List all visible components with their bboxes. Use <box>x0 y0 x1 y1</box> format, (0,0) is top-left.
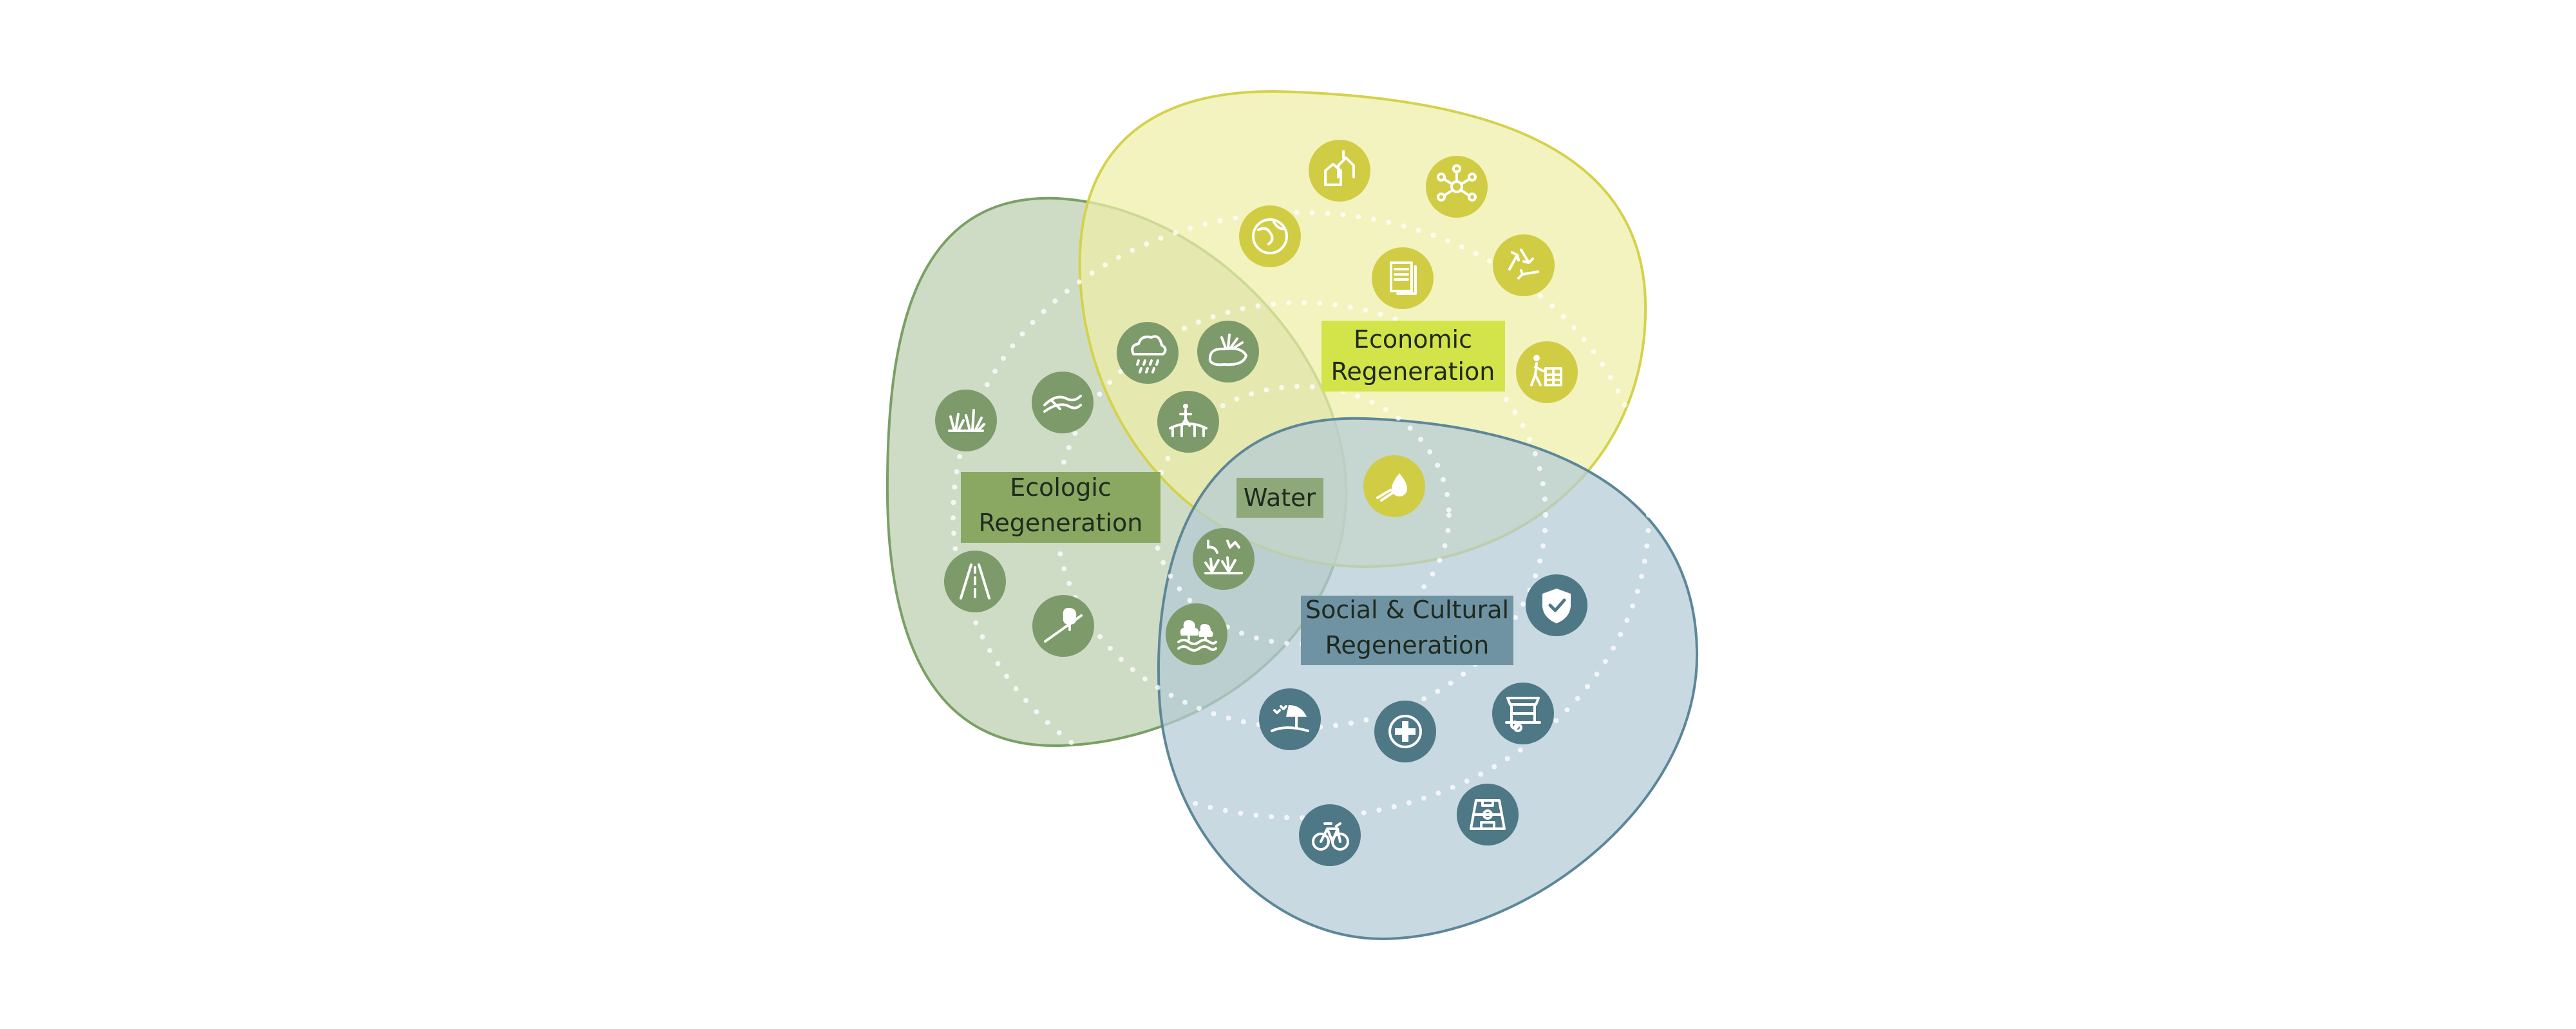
water-label: Water <box>1236 478 1323 518</box>
sports-field-icon <box>1457 784 1519 845</box>
island-grass-icon <box>1197 321 1259 382</box>
plants-water-icon <box>1193 528 1255 590</box>
rain-cloud-icon <box>1117 322 1179 384</box>
social-blob <box>1157 417 1699 941</box>
medical-cross-icon <box>1374 701 1436 762</box>
document-icon <box>1372 247 1434 309</box>
ecologic-label-line1: Ecologic <box>1010 473 1112 502</box>
grass-icon <box>935 390 997 451</box>
globe-icon <box>1239 205 1301 267</box>
beach-umbrella-icon <box>1259 688 1321 750</box>
ecologic-label-line2: Regeneration <box>979 509 1143 537</box>
social-label-line1: Social & Cultural <box>1305 596 1509 624</box>
market-cart-icon <box>1492 683 1554 744</box>
person-bridge-icon <box>1157 391 1219 453</box>
recycle-icon <box>1493 234 1555 296</box>
water-label-text: Water <box>1244 484 1316 512</box>
houses-icon <box>1309 140 1370 202</box>
terrain-icon <box>1032 372 1094 433</box>
builder-icon <box>1516 341 1578 403</box>
economic-label-line1: Economic <box>1354 325 1472 354</box>
ecologic-label: Ecologic Regeneration <box>961 472 1160 543</box>
road-icon <box>944 551 1006 612</box>
economic-label: Economic Regeneration <box>1321 321 1505 392</box>
social-label-line2: Regeneration <box>1325 631 1490 659</box>
trees-waves-icon <box>1166 603 1227 665</box>
shield-check-icon <box>1526 574 1587 636</box>
network-icon <box>1426 156 1488 218</box>
slope-tree-icon <box>1032 595 1094 657</box>
hand-water-icon <box>1363 455 1425 517</box>
economic-label-line2: Regeneration <box>1331 357 1495 386</box>
social-label: Social & Cultural Regeneration <box>1301 596 1513 665</box>
bicycle-icon <box>1299 804 1361 866</box>
